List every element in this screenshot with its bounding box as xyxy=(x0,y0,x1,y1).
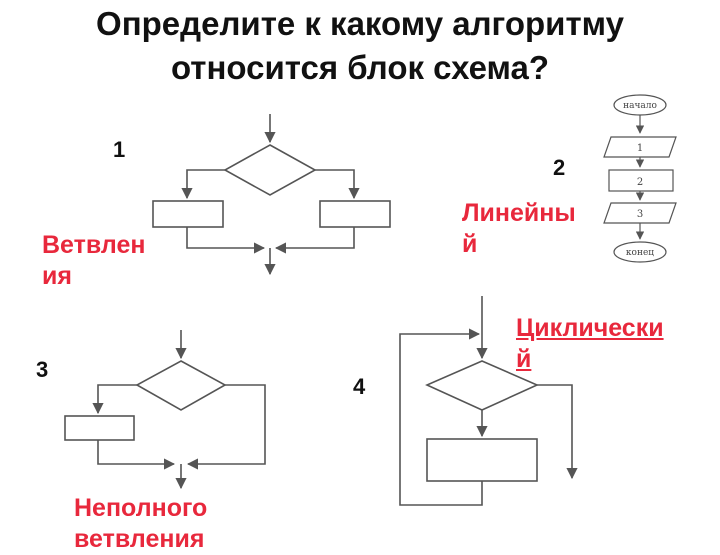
label-branching: Ветвлен ия xyxy=(42,230,145,292)
decision-diamond xyxy=(135,360,227,411)
left-branch-arrow xyxy=(181,169,225,200)
step-label-2: 2 xyxy=(637,177,643,188)
end-terminal xyxy=(613,241,667,263)
end-label: конец xyxy=(626,248,654,258)
label-linear-line-1: Линейны xyxy=(462,199,576,227)
label-branching-line-2: ия xyxy=(42,262,72,290)
label-linear-line-2: й xyxy=(462,230,478,258)
label-incomplete-line-1: Неполного xyxy=(74,494,208,522)
decision-diamond xyxy=(223,144,317,196)
merge-arrow xyxy=(97,440,176,470)
title-line-1: Определите к какому алгоритму xyxy=(96,5,624,42)
label-cyclic: Циклически й xyxy=(516,313,664,375)
label-incomplete-line-2: ветвления xyxy=(74,525,205,553)
diagram-number-3: 3 xyxy=(36,357,49,382)
left-process-block xyxy=(152,200,224,228)
label-cyclic-line-1: Циклически xyxy=(516,314,664,342)
linear-flowchart xyxy=(603,94,677,263)
no-branch-arrow xyxy=(186,384,266,470)
label-cyclic-line-2: й xyxy=(516,345,532,373)
right-merge-arrow xyxy=(274,227,355,254)
process-block xyxy=(64,415,135,441)
right-branch-arrow xyxy=(315,169,360,200)
loop-body-block xyxy=(426,438,538,482)
cycle-flowchart xyxy=(399,296,578,506)
input-block-3 xyxy=(603,202,677,224)
incomplete-branching-flowchart xyxy=(64,330,266,490)
branching-flowchart xyxy=(152,114,391,276)
diagram-number-1: 1 xyxy=(113,137,126,162)
flowcharts-canvas: начало 1 2 3 конец xyxy=(64,94,677,506)
left-merge-arrow xyxy=(186,227,266,254)
loop-back-arrow xyxy=(399,328,483,506)
yes-branch-arrow xyxy=(92,384,137,415)
label-incomplete-branching: Неполного ветвления xyxy=(74,493,207,555)
exit-arrow xyxy=(537,384,578,480)
title-line-2: относится блок схема? xyxy=(170,49,550,86)
right-process-block xyxy=(319,200,391,228)
diagram-number-4: 4 xyxy=(353,374,366,399)
label-branching-line-1: Ветвлен xyxy=(42,231,146,259)
page-title: Определите к какому алгоритму относится … xyxy=(0,2,720,90)
diagram-number-2: 2 xyxy=(553,155,566,180)
label-linear: Линейны й xyxy=(462,198,576,260)
step-label-3: 3 xyxy=(637,209,643,220)
process-block-2 xyxy=(608,169,674,192)
input-block-1 xyxy=(603,136,677,158)
start-label: начало xyxy=(623,101,657,111)
step-label-1: 1 xyxy=(637,143,643,154)
